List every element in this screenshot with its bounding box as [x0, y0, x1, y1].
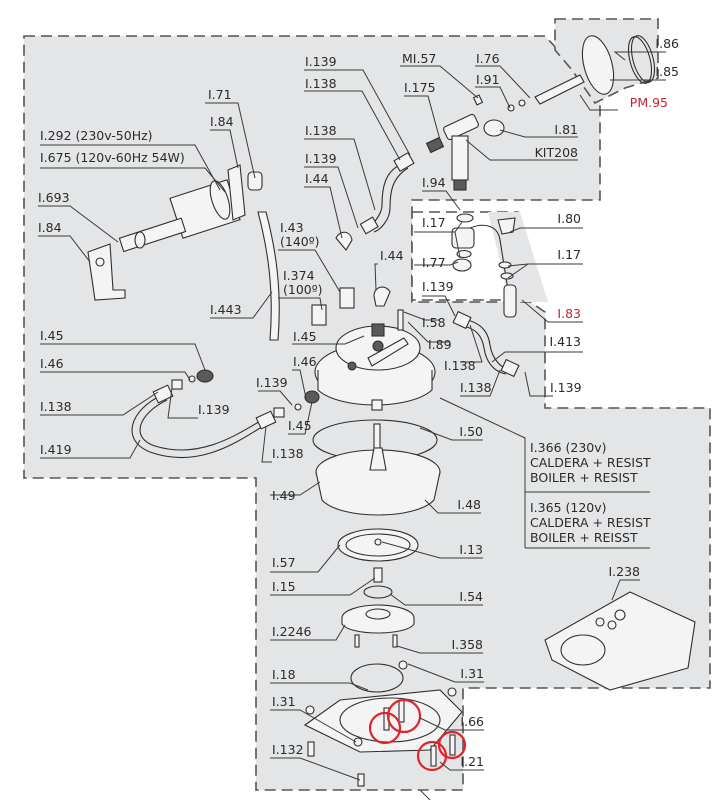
label-i17-a: I.17: [422, 215, 446, 230]
boiler-lid-part: [314, 309, 436, 411]
label-i31-a: I.31: [460, 666, 484, 681]
label-i71: I.71: [208, 87, 232, 102]
label-i49: I.49: [272, 488, 296, 503]
label-i139-mid: I.139: [256, 375, 288, 390]
pump-part: [87, 164, 263, 301]
label-i44-a: I.44: [305, 171, 329, 186]
label-kit208: KIT208: [535, 145, 578, 160]
label-mi57: MI.57: [402, 51, 436, 66]
label-i2246: I.2246: [272, 624, 312, 639]
marker-circle-4: [437, 730, 467, 760]
label-i77: I.77: [422, 255, 446, 270]
label-i83: I.83: [557, 306, 581, 321]
label-i76: I.76: [476, 51, 500, 66]
label-i366: I.366 (230v): [530, 440, 607, 455]
label-i139-d: I.139: [550, 380, 582, 395]
label-i138-mid: I.138: [272, 446, 304, 461]
mounting-plate-part: [544, 591, 696, 691]
label-i17-b: I.17: [557, 247, 581, 262]
label-i292: I.292 (230v-50Hz): [40, 128, 153, 143]
label-i374-angle: (100º): [283, 282, 323, 297]
label-i139-top: I.139: [305, 54, 337, 69]
label-i45-a: I.45: [293, 329, 317, 344]
label-i238: I.238: [608, 564, 640, 579]
label-i138-left: I.138: [40, 399, 72, 414]
label-i365-line2: CALDERA + RESIST: [530, 515, 651, 530]
label-i693: I.693: [38, 190, 70, 205]
right-pipe-part: [452, 310, 520, 378]
label-i91: I.91: [476, 72, 500, 87]
knob-part: [581, 35, 656, 95]
label-i139-c: I.139: [422, 279, 454, 294]
label-i675: I.675 (120v-60Hz 54W): [40, 150, 185, 165]
label-i365: I.365 (120v): [530, 500, 607, 515]
label-i57: I.57: [272, 555, 296, 570]
label-i138-b: I.138: [305, 123, 337, 138]
label-i13: I.13: [459, 542, 483, 557]
label-i366-line3: BOILER + RESIST: [530, 470, 638, 485]
label-i85: I.85: [655, 64, 679, 79]
label-i139-b: I.139: [305, 151, 337, 166]
label-i366-line2: CALDERA + RESIST: [530, 455, 651, 470]
label-i31-b: I.31: [272, 694, 296, 709]
label-i18: I.18: [272, 667, 296, 682]
label-i138-d: I.138: [460, 380, 492, 395]
label-i46-a: I.46: [293, 354, 317, 369]
label-i443: I.443: [210, 302, 242, 317]
top-pipe-part: [359, 74, 585, 235]
tube-part: [257, 211, 280, 341]
label-i374: I.374: [283, 268, 315, 283]
label-i50: I.50: [459, 424, 483, 439]
highlight-markers: [368, 698, 467, 772]
label-i54: I.54: [459, 589, 483, 604]
label-i80: I.80: [557, 211, 581, 226]
label-i84-top: I.84: [210, 114, 234, 129]
label-i365-line3: BOILER + REISST: [530, 530, 638, 545]
base-plate-part: [303, 660, 463, 787]
label-i413: I.413: [549, 334, 581, 349]
label-i89: I.89: [428, 337, 452, 352]
label-i138-top: I.138: [305, 76, 337, 91]
label-i86: I.86: [655, 36, 679, 51]
label-i66: I.66: [460, 714, 484, 729]
label-i139-left: I.139: [198, 402, 230, 417]
label-i45-mid: I.45: [288, 418, 312, 433]
marker-circle-1: [368, 711, 402, 745]
label-i45-left: I.45: [40, 328, 64, 343]
label-i81: I.81: [554, 122, 578, 137]
marker-circle-2: [386, 698, 422, 734]
label-i132: I.132: [272, 742, 304, 757]
label-pm95: PM.95: [630, 95, 668, 110]
label-i43: I.43: [280, 220, 304, 235]
label-i58: I.58: [422, 315, 446, 330]
boiler-lower-parts: [337, 528, 419, 648]
label-i15: I.15: [272, 579, 296, 594]
part-labels: I.139 I.138 I.175 MI.57 I.76 I.91 I.86 I…: [38, 36, 679, 769]
label-i84-b: I.84: [38, 220, 62, 235]
label-i419: I.419: [40, 442, 72, 457]
label-i138-c: I.138: [444, 358, 476, 373]
label-i358: I.358: [451, 637, 483, 652]
label-i43-angle: (140º): [280, 234, 320, 249]
label-i48: I.48: [457, 497, 481, 512]
elbow-fittings: [311, 231, 391, 326]
label-i44-b: I.44: [380, 248, 404, 263]
boiler-body-part: [312, 419, 441, 516]
label-i175: I.175: [404, 80, 436, 95]
label-i46-left: I.46: [40, 356, 64, 371]
leader-lines: [38, 51, 666, 800]
label-i94: I.94: [422, 175, 446, 190]
label-i21: I.21: [460, 754, 484, 769]
